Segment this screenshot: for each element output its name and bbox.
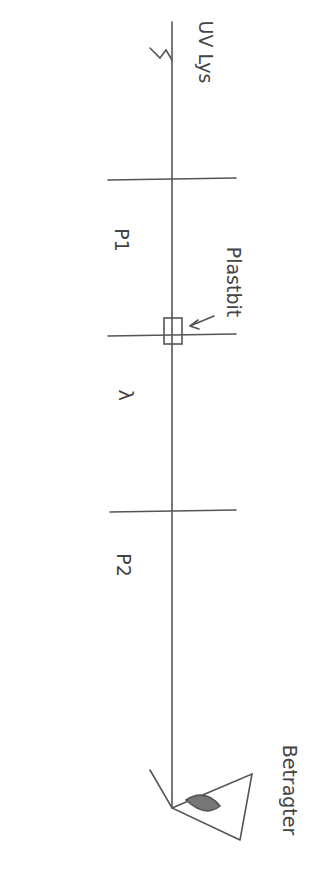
leader-arrow: [190, 316, 214, 329]
light-source-label: UV Lys: [196, 21, 217, 84]
plastic-sample: [164, 318, 182, 344]
optical-axis: [171, 22, 173, 808]
part-label: P2: [114, 553, 135, 577]
light-mark: [150, 48, 172, 60]
observer-label: Betragter: [280, 745, 301, 836]
retarder-plate: [108, 334, 236, 336]
eye-pupil: [186, 795, 220, 811]
eye-outline: [150, 770, 252, 840]
part-label: P1: [112, 228, 133, 252]
polarizer-2: [110, 510, 236, 512]
part-label: λ: [116, 389, 137, 400]
part-label: Plastbit: [224, 247, 245, 318]
polarizer-1: [108, 178, 236, 180]
